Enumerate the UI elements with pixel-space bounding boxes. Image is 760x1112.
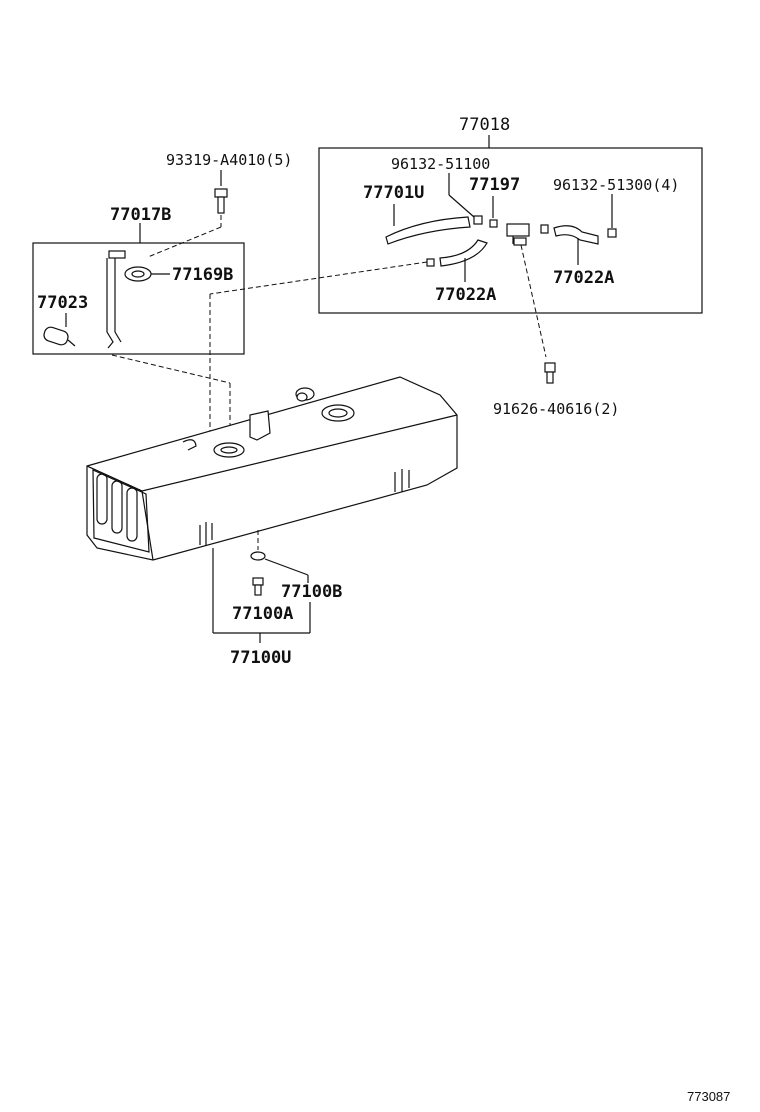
hose-77022a-right <box>553 225 599 245</box>
fuel-gauge-sender-rod <box>106 250 126 349</box>
label-77169b: 77169B <box>172 265 233 285</box>
label-96132-51100: 96132-51100 <box>391 155 490 173</box>
label-77701u: 77701U <box>363 183 424 203</box>
drain-gasket-77100b <box>250 551 266 561</box>
label-91626-40616: 91626-40616(2) <box>493 400 619 418</box>
label-77100u: 77100U <box>230 648 291 668</box>
label-77100b: 77100B <box>281 582 342 602</box>
hose-clamp-b <box>489 219 498 228</box>
label-77197: 77197 <box>469 175 520 195</box>
hose-77701u <box>385 216 471 245</box>
label-77022a-left: 77022A <box>435 285 496 305</box>
label-93319-a4010: 93319-A4010(5) <box>166 151 292 169</box>
figure-number: 773087 <box>687 1089 730 1104</box>
drain-plug-77100a <box>252 577 264 596</box>
label-96132-51300: 96132-51300(4) <box>553 176 679 194</box>
hose-77022a-left <box>439 239 488 267</box>
fuel-tank <box>86 376 458 561</box>
hose-clamp-a <box>473 215 483 225</box>
group-box-77018 <box>318 135 703 314</box>
hose-clamp-c <box>607 228 617 238</box>
bolt-91626 <box>544 362 556 384</box>
group-bracket-77100u <box>212 548 311 643</box>
gasket-hole <box>131 270 145 278</box>
label-77022a-right: 77022A <box>553 268 614 288</box>
screw-93319 <box>214 188 228 214</box>
hose-clamp-d <box>540 224 549 234</box>
group-box-77017b <box>32 223 245 355</box>
label-77017b: 77017B <box>110 205 171 225</box>
hose-clamp-e <box>426 258 435 267</box>
label-77100a: 77100A <box>232 604 293 624</box>
float-77023 <box>43 326 76 347</box>
vent-valve-77197 <box>506 223 530 246</box>
label-77018: 77018 <box>459 115 510 135</box>
label-77023: 77023 <box>37 293 88 313</box>
